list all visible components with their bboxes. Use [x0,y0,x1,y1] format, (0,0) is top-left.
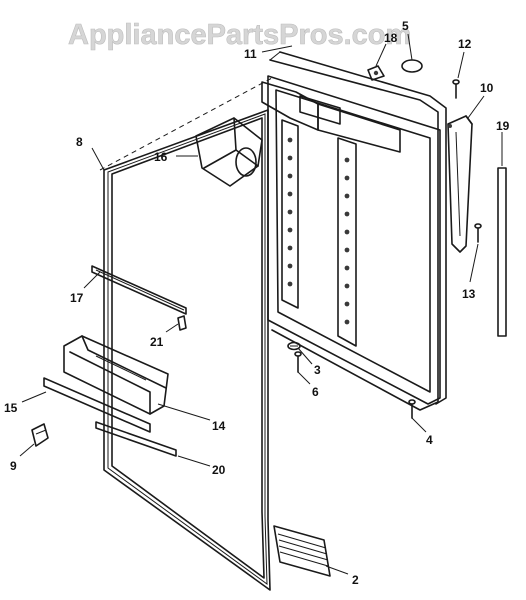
leader-15 [21,391,47,403]
leader-12 [457,51,465,79]
part-21-clip [177,315,187,331]
callout-10: 10 [480,81,494,95]
part-5-button [401,59,423,73]
part-2-grille [273,525,331,577]
part-18-cap [367,65,385,81]
callout-17: 17 [70,291,84,305]
leader-21 [165,323,179,333]
callout-6: 6 [312,385,319,399]
part-12-screw [452,79,460,99]
leader-4 [411,417,427,433]
leader-5 [407,33,413,61]
part-20-rail [95,421,177,457]
leader-13 [469,243,479,283]
door-inner-liner [261,75,441,405]
callouts: 8 16 11 5 18 12 10 19 13 17 21 3 6 4 14 … [4,19,510,587]
part-17-trim-strip [91,265,187,315]
leader-6 [297,371,311,385]
part-16-pocket [195,117,263,187]
callout-4: 4 [426,433,433,447]
callout-2: 2 [352,573,359,587]
callout-15: 15 [4,401,18,415]
assembly-dash-line [99,77,273,171]
door-gasket [103,109,271,591]
callout-16: 16 [154,150,168,164]
part-6-screw [294,351,302,373]
leader-3 [297,347,313,365]
leader-11 [261,45,293,53]
callout-9: 9 [10,459,17,473]
callout-11: 11 [244,47,257,61]
door-outer-panel [269,51,447,411]
part-3-bushing [287,341,301,351]
leader-8 [91,147,105,171]
leader-20 [177,455,211,467]
callout-5: 5 [402,19,409,33]
part-4-screw [408,399,416,419]
callout-21: 21 [150,335,164,349]
leader-9 [19,443,35,457]
callout-19: 19 [496,119,510,133]
callout-8: 8 [76,135,83,149]
leader-18 [375,43,387,67]
callout-3: 3 [314,363,321,377]
leader-lines [19,33,503,575]
part-19-trim-rod [497,167,507,337]
callout-13: 13 [462,287,476,301]
callout-20: 20 [212,463,226,477]
part-10-handle [447,115,473,253]
part-13-screw [474,223,482,243]
callout-18: 18 [384,31,398,45]
part-15-lower-trim [43,377,151,433]
leader-2 [325,565,349,575]
part-9-clip [31,423,49,447]
leader-17 [83,271,101,289]
leader-10 [467,95,485,119]
watermark-text: AppliancePartsPros.com [68,19,411,51]
callout-12: 12 [458,37,472,51]
leader-14 [157,403,211,421]
callout-14: 14 [212,419,226,433]
